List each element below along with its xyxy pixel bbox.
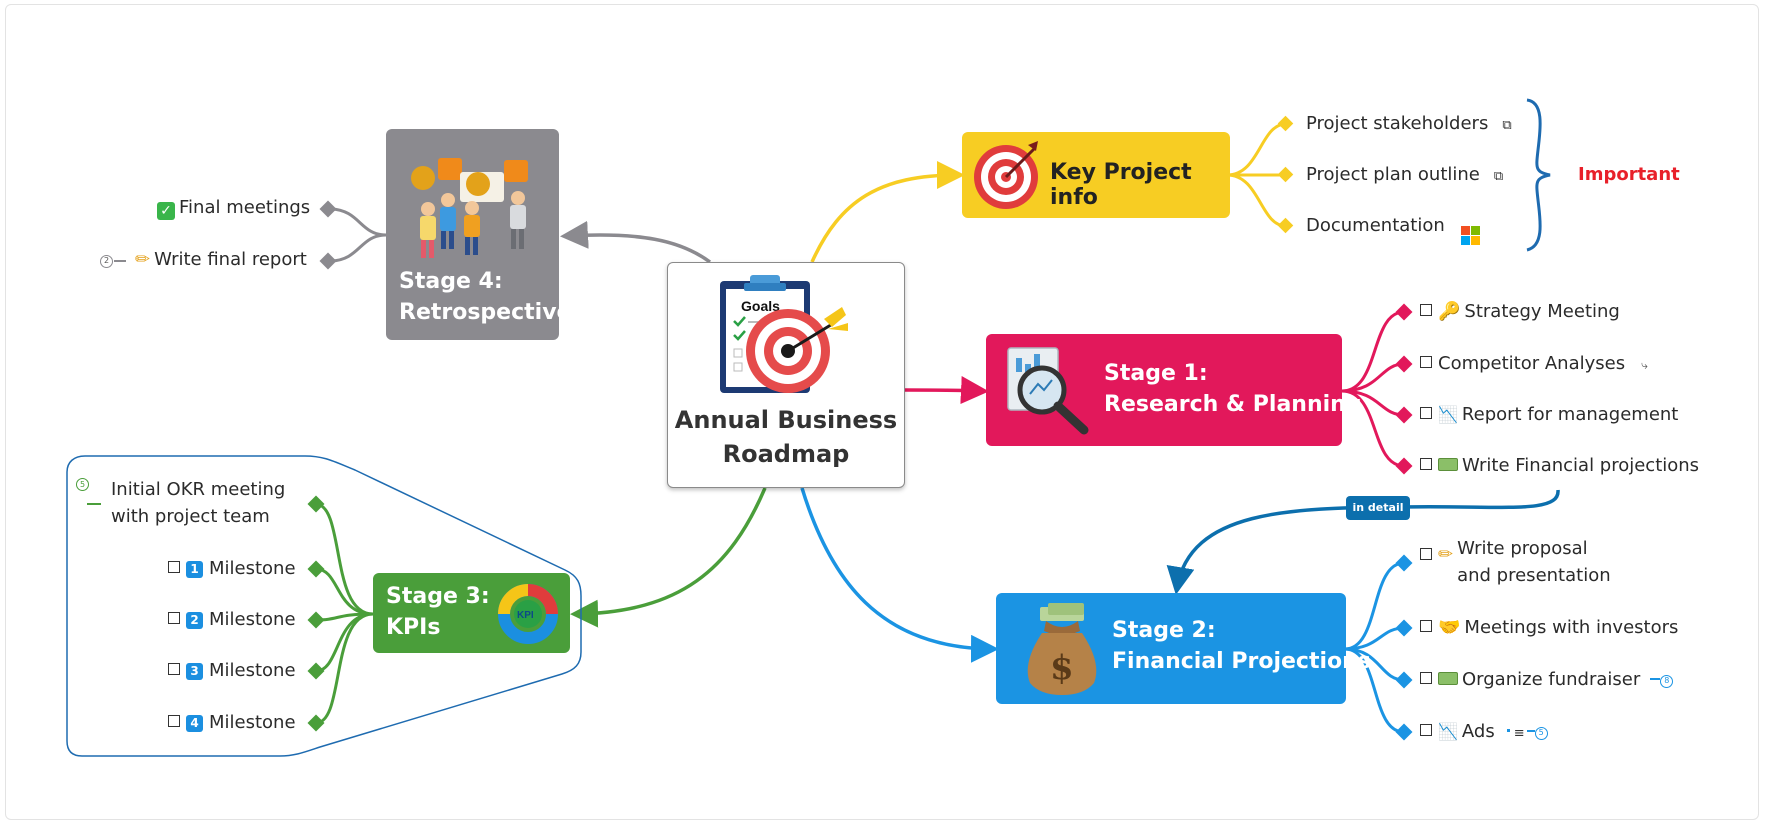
number-three-icon: 3 — [186, 662, 203, 680]
money-icon — [1438, 672, 1458, 685]
stage4-title-line2: Retrospective — [399, 300, 572, 325]
pencil-icon: ✏ — [135, 249, 151, 270]
stage4-node[interactable]: Stage 4: Retrospective — [386, 129, 571, 340]
okr-count-badge[interactable]: 5 — [76, 478, 89, 491]
report-count-badge: 2 — [100, 254, 113, 268]
number-four-icon: 4 — [186, 714, 203, 732]
team-people-icon — [411, 158, 528, 258]
task-checkbox[interactable] — [1420, 548, 1432, 560]
central-title-line2: Roadmap — [722, 440, 850, 468]
central-node[interactable]: Goals Annual Business Roadmap — [667, 262, 905, 488]
important-label: Important — [1578, 164, 1680, 185]
task-checkbox[interactable] — [1420, 458, 1432, 470]
chart-down-icon: 📉 — [1438, 722, 1458, 741]
external-link-icon: ⧉ — [1502, 118, 1512, 133]
svg-text:Goals: Goals — [741, 298, 780, 314]
task-checkbox[interactable] — [168, 663, 180, 675]
stage1-item-competitor-analyses[interactable]: Competitor Analyses⤷ — [1420, 353, 1648, 376]
stage1-title-line1: Stage 1: — [1104, 361, 1208, 386]
office-logo-icon — [1460, 226, 1480, 245]
check-mark-icon: ✓ — [157, 202, 175, 220]
stage4-item-final-meetings[interactable]: ✓Final meetings — [157, 197, 310, 220]
stage3-node[interactable]: Stage 3: KPIs KPI — [373, 573, 570, 653]
important-brace — [1526, 98, 1551, 252]
stage3-title-line1: Stage 3: — [386, 584, 490, 609]
task-checkbox[interactable] — [168, 715, 180, 727]
notes-icon[interactable]: ≡ — [1513, 726, 1525, 741]
link-central-keyinfo — [810, 161, 965, 263]
stage2-item-ads[interactable]: 📉Ads≡5 — [1420, 721, 1548, 745]
pencil-icon: ✏ — [1438, 544, 1454, 565]
magnifier-chart-icon — [1007, 347, 1089, 435]
task-checkbox[interactable] — [1420, 672, 1432, 684]
link-central-stage1 — [903, 376, 989, 405]
stage2-node[interactable]: $ Stage 2: Financial Projections — [996, 593, 1371, 704]
stage4-title-line1: Stage 4: — [399, 269, 503, 294]
task-checkbox[interactable] — [168, 561, 180, 573]
stage1-title-line2: Research & Planning — [1104, 392, 1362, 417]
central-title-line1: Annual Business — [674, 406, 898, 434]
key-info-title: Key Project info — [1050, 160, 1192, 210]
task-checkbox[interactable] — [1420, 724, 1432, 736]
task-checkbox[interactable] — [1420, 304, 1432, 316]
fundraiser-count-badge[interactable]: 8 — [1660, 674, 1674, 688]
stage2-title-line1: Stage 2: — [1112, 618, 1216, 643]
number-one-icon: 1 — [186, 560, 203, 578]
stage1-item-financial-projections[interactable]: Write Financial projections — [1420, 455, 1699, 477]
stage1-node[interactable]: Stage 1: Research & Planning — [986, 334, 1362, 446]
external-link-icon: ⧉ — [1493, 169, 1504, 184]
attachment-icon: ⤷ — [1641, 358, 1648, 372]
key-info-item-documentation[interactable]: Documentation — [1306, 215, 1480, 245]
kpi-donut-icon: KPI — [498, 584, 558, 644]
stage3-title-line2: KPIs — [386, 615, 441, 640]
goals-clipboard-target-icon: Goals — [720, 275, 848, 393]
stage2-title-line2: Financial Projections — [1112, 649, 1371, 674]
key-info-node[interactable]: Key Project info — [962, 132, 1230, 218]
link-central-stage4 — [560, 220, 712, 264]
key-info-item-plan-outline[interactable]: Project plan outline⧉ — [1306, 164, 1507, 188]
relation-label[interactable]: in detail — [1346, 496, 1410, 520]
task-checkbox[interactable] — [1420, 356, 1432, 368]
key-info-item-stakeholders[interactable]: Project stakeholders⧉ — [1306, 113, 1516, 137]
money-bag-icon: $ — [1027, 603, 1097, 695]
task-checkbox[interactable] — [168, 612, 180, 624]
stage4-item-write-final-report[interactable]: 2✏Write final report — [100, 249, 307, 271]
handshake-icon: 🤝 — [1438, 617, 1461, 638]
stage1-item-report-management[interactable]: 📉Report for management — [1420, 404, 1678, 426]
link-central-stage2 — [800, 487, 999, 663]
svg-text:KPI: KPI — [517, 610, 534, 621]
key-icon: 🔑 — [1438, 301, 1461, 322]
number-two-icon: 2 — [186, 611, 203, 629]
target-icon — [974, 141, 1038, 209]
svg-text:$: $ — [1050, 648, 1074, 688]
task-checkbox[interactable] — [1420, 620, 1432, 632]
stage3-item-okr-meeting[interactable]: 5 Initial OKR meeting with project team — [76, 478, 285, 530]
stage2-item-meetings-investors[interactable]: 🤝Meetings with investors — [1420, 617, 1678, 639]
stage1-item-strategy-meeting[interactable]: 🔑Strategy Meeting — [1420, 301, 1620, 323]
canvas-frame — [5, 4, 1759, 820]
ads-count-badge[interactable]: 5 — [1534, 726, 1548, 740]
kpi-boundary — [66, 455, 582, 757]
task-checkbox[interactable] — [1420, 407, 1432, 419]
money-icon — [1438, 458, 1458, 471]
chart-down-icon: 📉 — [1438, 405, 1458, 424]
link-central-stage3 — [570, 487, 767, 628]
stage2-item-write-proposal[interactable]: ✏ Write proposal and presentation — [1420, 538, 1611, 589]
